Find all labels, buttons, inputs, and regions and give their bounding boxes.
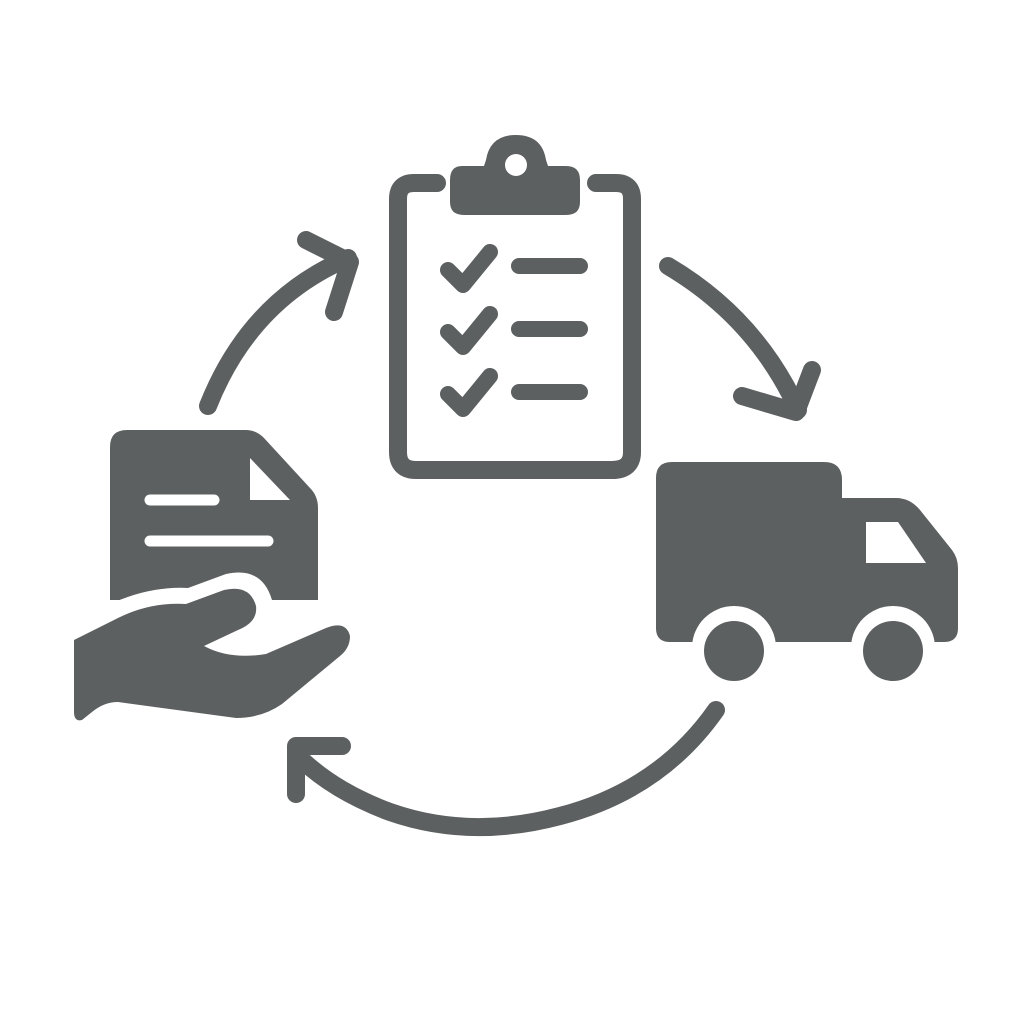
curved-arrow-icon-left: [199, 249, 357, 415]
truck-wheel-front: [863, 621, 923, 681]
truck-wheel-rear: [704, 621, 764, 681]
arrowhead-bottom: [287, 737, 351, 803]
truck-body: [656, 462, 958, 642]
cycle-arrows: [199, 231, 821, 837]
curved-arrow-icon-bottom: [293, 701, 725, 837]
check-icon-3: [440, 368, 498, 417]
arrowhead-right: [733, 361, 821, 421]
clipboard-board: [389, 174, 641, 479]
hand-holding-document-icon: [66, 430, 356, 721]
hand: [74, 588, 350, 721]
curved-arrow-icon-right: [659, 257, 807, 419]
truck-window: [866, 522, 926, 563]
check-icon-2: [440, 306, 498, 355]
document-sheet: [110, 430, 318, 600]
clipboard-checklist-icon: [389, 135, 641, 479]
check-icon-1: [440, 244, 498, 293]
arrowhead-left: [297, 231, 359, 321]
document-fold-corner: [250, 458, 290, 500]
clipboard-clip-hole: [505, 154, 527, 176]
delivery-truck-icon: [656, 462, 958, 690]
